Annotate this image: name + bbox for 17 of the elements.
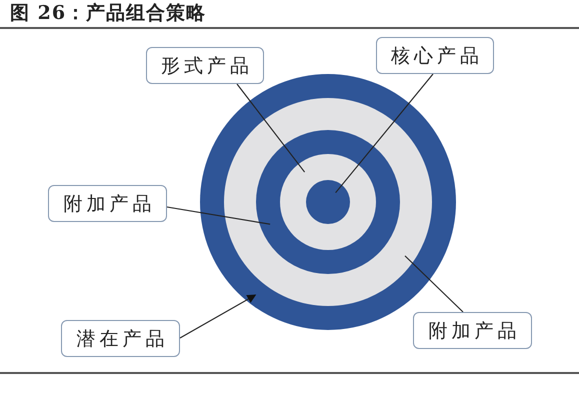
callout-box bbox=[413, 312, 532, 349]
callout-text: 附加产品 bbox=[428, 318, 520, 342]
leader-line bbox=[404, 256, 464, 312]
leader-line bbox=[236, 84, 306, 172]
callout-box bbox=[376, 37, 494, 74]
callout-text: 潜在产品 bbox=[76, 326, 168, 350]
callout-text: 核心产品 bbox=[391, 44, 483, 68]
callout-box bbox=[146, 47, 264, 84]
callout-box bbox=[61, 320, 180, 357]
target-center bbox=[306, 180, 350, 224]
figure-title: 图 26：产品组合策略 bbox=[10, 1, 206, 25]
leader-arrow bbox=[180, 294, 256, 338]
leader-line bbox=[166, 206, 270, 225]
leader-line bbox=[335, 74, 434, 194]
callout-text: 附加产品 bbox=[64, 192, 156, 216]
callout-box bbox=[48, 185, 167, 222]
callout-text: 形式产品 bbox=[161, 54, 253, 78]
